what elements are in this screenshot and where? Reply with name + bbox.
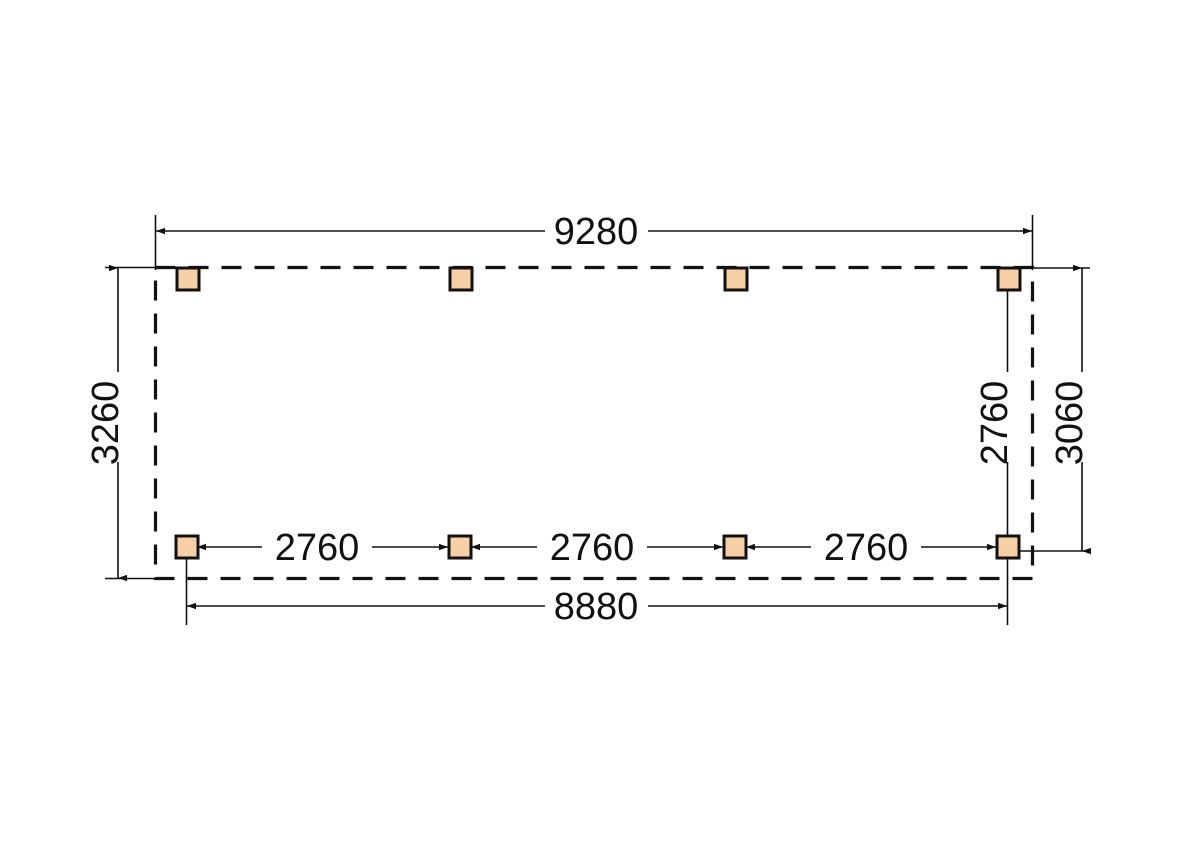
dimension-label-right-inner-vertical: 2760	[974, 381, 1016, 466]
post-bottom-4	[995, 534, 1021, 560]
dimension-label-bay-2: 2760	[550, 527, 635, 569]
dimension-label-left-vertical: 3260	[85, 381, 127, 466]
dimension-label-right-outer-vertical: 3060	[1049, 381, 1091, 466]
post-top-3	[723, 266, 749, 292]
dimension-label-bay-1: 2760	[275, 527, 360, 569]
dimension-bottom-overall: 8880	[185, 552, 1009, 628]
post-top-4	[996, 266, 1022, 292]
dimension-right-outer-vertical: 3060	[1003, 264, 1091, 555]
dimension-left-vertical: 3260	[85, 264, 160, 582]
dimension-label-bay-3: 2760	[824, 527, 909, 569]
post-bottom-2	[447, 534, 473, 560]
dimension-top-overall: 9280	[154, 211, 1034, 270]
dimension-right-inner-vertical: 2760	[974, 272, 1017, 544]
dimension-label-top-overall: 9280	[554, 211, 639, 253]
dimension-bay-chain: 2760 2760 2760	[197, 527, 996, 569]
post-top-2	[448, 266, 474, 292]
post-row-top	[175, 266, 1022, 292]
roof-outline-dashed	[153, 265, 1035, 581]
post-row-bottom	[174, 534, 1021, 560]
post-bottom-3	[722, 534, 748, 560]
post-top-1	[175, 266, 201, 292]
dimension-label-bottom-overall: 8880	[554, 586, 639, 628]
post-bottom-1	[174, 534, 200, 560]
